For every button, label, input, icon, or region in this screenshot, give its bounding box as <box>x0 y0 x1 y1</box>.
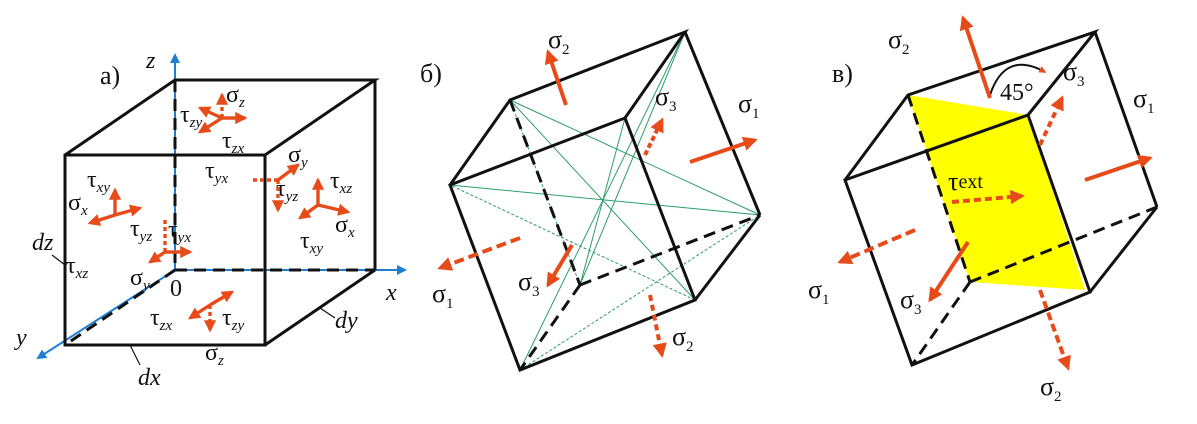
sigma3-back-arrow <box>643 117 664 156</box>
cube-c-right-edge <box>1088 206 1159 293</box>
cube-bottom-edge <box>264 268 376 347</box>
z-axis-label: z <box>145 48 156 74</box>
label-sigma-x-left: σx <box>68 190 88 219</box>
sigma1-right-arrow <box>689 136 758 164</box>
label-sigma3-top: σ3 <box>655 82 677 115</box>
label-sigma-z-top: σz <box>226 82 245 111</box>
label-tau-zy: τzy <box>180 102 202 131</box>
cube-c-hidden-3 <box>910 281 972 366</box>
dy-label: dy <box>335 308 358 334</box>
panel-a: а) z x y 0 dz dx dy <box>14 48 407 391</box>
angle-arc <box>989 63 1047 96</box>
origin-label: 0 <box>170 276 182 302</box>
tau-ext-arrow <box>951 189 1025 205</box>
label-sigma1-left-c: σ1 <box>808 275 830 308</box>
element-cube <box>63 78 380 347</box>
label-sigma2-bottom: σ2 <box>672 322 694 355</box>
y-axis-label: y <box>14 325 27 351</box>
tau-xy-right-arrow <box>298 203 319 220</box>
principal-labels-b: σ2 σ3 σ1 σ1 σ3 σ2 <box>432 25 760 355</box>
panel-a-label: а) <box>100 61 120 90</box>
rotated-cube-c <box>843 28 1159 367</box>
sigma-y-right-arrow <box>276 163 300 182</box>
principal-arrows-c <box>837 15 1153 371</box>
hidden-edge-y <box>64 268 176 347</box>
sigma2-bottom-arrow-c <box>1038 289 1071 371</box>
x-axis-label: x <box>385 280 397 306</box>
sigma2-bottom-arrow <box>648 294 667 358</box>
label-tau-zx-bottom: τzx <box>150 305 172 334</box>
panel-b: б) <box>420 25 762 372</box>
label-sigma-x-right: σx <box>335 212 355 241</box>
sigma3-front-arrow-c <box>928 240 970 303</box>
label-sigma2-bottom-c: σ2 <box>1040 372 1062 405</box>
sigma3-front-arrow <box>546 243 574 288</box>
hidden-edge-1 <box>508 99 582 286</box>
label-tau-zy-bottom: τzy <box>222 305 244 334</box>
hidden-edge-2 <box>579 213 761 287</box>
stress-labels-a: τzy σz τzx τxy σx τyz τyx τxz σy τyx σy … <box>66 82 355 369</box>
dimension-ticks <box>51 254 336 366</box>
sigma1-right-arrow-c <box>1084 154 1153 182</box>
cube-c-hidden-2 <box>969 205 1158 284</box>
sigma-x-left-arrow <box>87 213 116 226</box>
label-tau-yz-right: τyz <box>276 176 298 205</box>
label-tau-ext: τext <box>948 167 983 196</box>
rotated-cube-top <box>448 28 690 186</box>
panel-c: в) 45° σ2 σ3 σ1 τext σ1 <box>808 15 1159 405</box>
label-sigma1-right: σ1 <box>738 89 760 122</box>
sigma3-back-arrow-c <box>1038 95 1064 146</box>
label-sigma1-left: σ1 <box>432 279 454 312</box>
principal-arrows-b <box>437 49 758 358</box>
label-tau-yx-right: τyx <box>205 158 228 187</box>
rotated-cube <box>448 28 762 372</box>
dx-label: dx <box>138 365 161 391</box>
hidden-edge-3 <box>518 284 582 371</box>
cube-top-face <box>64 78 380 157</box>
tau-zy-top-arrow <box>197 106 223 120</box>
cube-c-back-edge <box>1093 31 1159 208</box>
sigma1-left-arrow-c <box>837 228 916 265</box>
rotated-cube-right-edge <box>693 214 762 301</box>
shear-plane <box>908 95 1085 290</box>
tau-yz-arrow <box>114 204 143 217</box>
label-tau-yz-left: τyz <box>130 216 152 245</box>
cube-c-hidden-1 <box>906 94 972 283</box>
label-sigma-y-right: σy <box>288 142 308 171</box>
sigma-y-arrow <box>147 250 166 264</box>
sigma2-top-arrow-c <box>959 15 992 99</box>
angle-label: 45° <box>1000 80 1034 106</box>
label-tau-xz-right: τxz <box>330 168 352 197</box>
label-sigma2-top-c: σ2 <box>888 25 910 58</box>
tau-zx-bottom-arrow <box>187 303 211 320</box>
panel-c-label: в) <box>832 59 853 88</box>
label-tau-zx-top: τzx <box>222 128 244 157</box>
sigma-x-right-arrow <box>317 203 351 216</box>
tau-zy-bottom-arrow <box>209 290 235 307</box>
label-tau-xy: τxy <box>87 167 110 196</box>
stress-arrows-a <box>87 92 351 333</box>
label-tau-yx-center: τyx <box>168 217 191 246</box>
label-sigma-y-left: σy <box>130 265 150 294</box>
label-sigma3-top-c: σ3 <box>1063 57 1085 90</box>
dz-label: dz <box>32 230 54 256</box>
panel-b-label: б) <box>420 59 442 88</box>
rotated-cube-front <box>448 116 697 372</box>
tau-zx-top-arrow-2 <box>197 116 223 134</box>
cube-c-top <box>843 28 1100 181</box>
label-tau-xy-right: τxy <box>300 228 323 257</box>
label-tau-xz: τxz <box>66 253 88 282</box>
label-sigma3-front-c: σ3 <box>900 285 922 318</box>
rotated-cube-back-edge <box>683 31 762 216</box>
diagonal-lines <box>449 31 761 371</box>
label-sigma3-front: σ3 <box>518 267 540 300</box>
label-sigma-z-bottom: σz <box>205 340 224 369</box>
label-sigma1-right-c: σ1 <box>1133 84 1155 117</box>
label-sigma2-top: σ2 <box>548 25 570 58</box>
sigma2-top-arrow <box>544 49 568 106</box>
principal-labels-c: σ2 σ3 σ1 τext σ1 σ3 σ2 <box>808 25 1155 405</box>
